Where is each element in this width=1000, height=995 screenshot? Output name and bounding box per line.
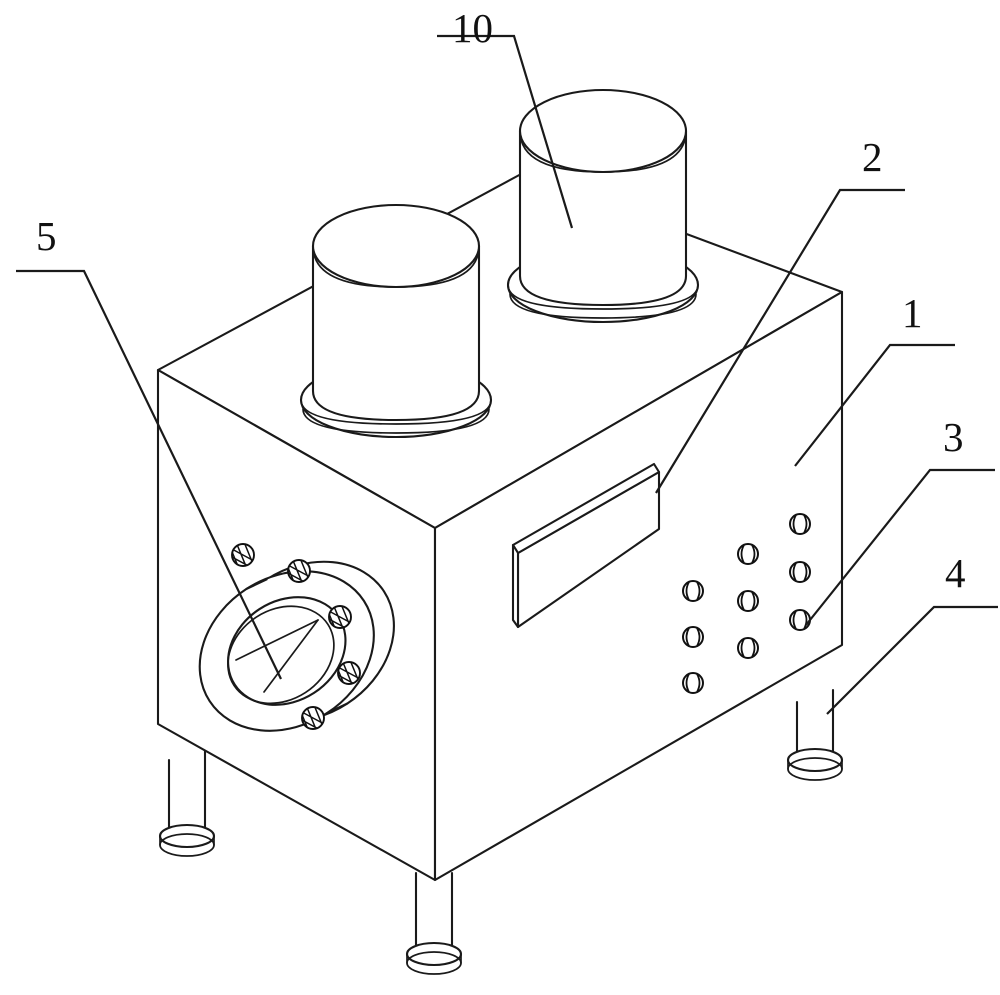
- leader-line-1: [794, 343, 955, 467]
- bolted-flange-nozzle: [198, 543, 395, 732]
- callout-label-1: 1: [902, 290, 923, 336]
- support-leg-rear-left: [158, 746, 216, 857]
- cylindrical-vessel-right: [506, 88, 700, 324]
- control-knob[interactable]: [789, 609, 811, 631]
- control-knob[interactable]: [789, 561, 811, 583]
- control-knob[interactable]: [682, 580, 704, 602]
- main-housing-body: [156, 171, 844, 882]
- support-leg-front-center: [405, 871, 463, 975]
- cylindrical-vessel-left: [299, 203, 493, 439]
- callout-label-10: 10: [452, 5, 493, 51]
- control-knob[interactable]: [737, 637, 759, 659]
- flange-bolt: [231, 543, 361, 730]
- control-knob[interactable]: [789, 513, 811, 535]
- control-knob-array: [682, 513, 811, 694]
- callout-label-5: 5: [36, 213, 57, 259]
- housing-front-face: [433, 290, 844, 882]
- support-leg-right: [786, 688, 844, 781]
- leader-line-4: [826, 605, 998, 715]
- control-knob[interactable]: [682, 672, 704, 694]
- callout-label-3: 3: [943, 414, 964, 460]
- callout-label-4: 4: [945, 550, 966, 596]
- front-panel-plate: [511, 462, 661, 629]
- callout-leaders: [16, 34, 998, 715]
- control-knob[interactable]: [737, 543, 759, 565]
- control-knob[interactable]: [737, 590, 759, 612]
- leader-line-2: [655, 188, 905, 494]
- control-knob[interactable]: [682, 626, 704, 648]
- leader-line-3: [805, 468, 995, 626]
- callout-label-2: 2: [862, 134, 883, 180]
- leader-line-5: [16, 269, 282, 680]
- leader-line-10: [437, 34, 574, 229]
